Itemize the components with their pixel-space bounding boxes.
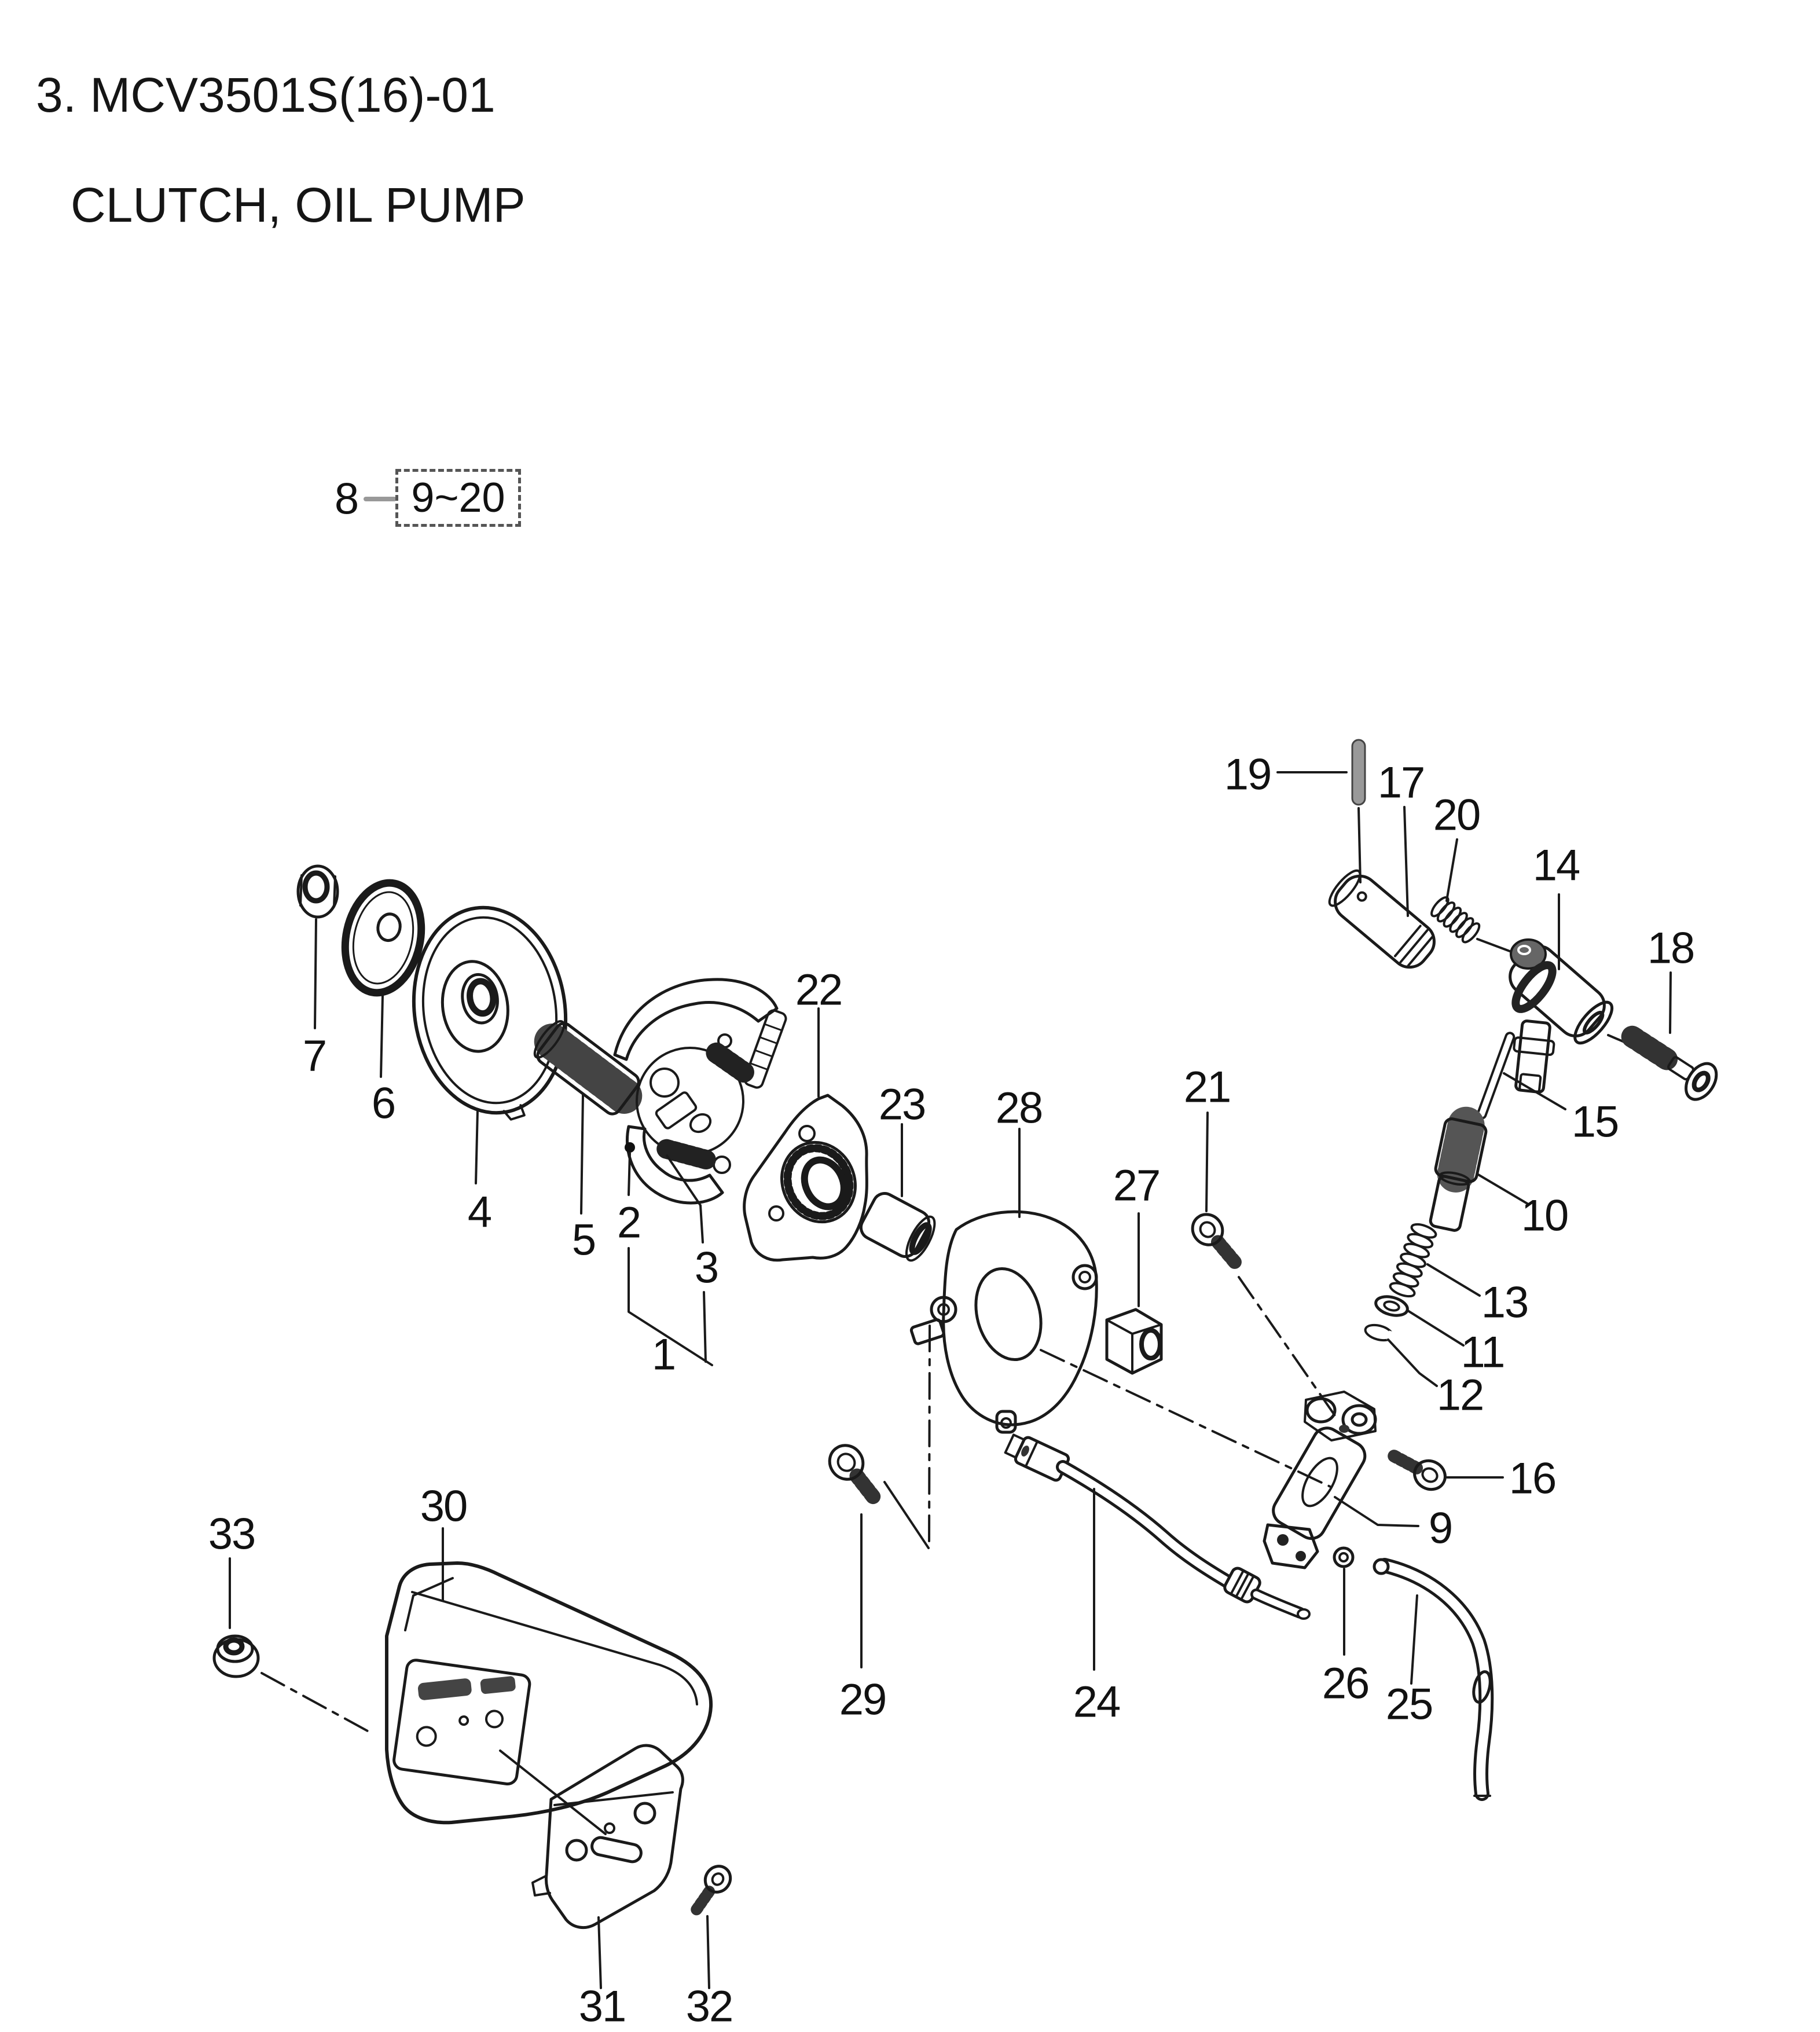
part-label-5: 5 bbox=[571, 1215, 596, 1265]
subassembly-range-label: 9~20 bbox=[411, 475, 505, 521]
page-title-model: 3. MCV3501S(16)-01 bbox=[36, 68, 496, 122]
part-23-bushing-drawing bbox=[859, 1192, 936, 1262]
part-6-washer-drawing bbox=[341, 879, 425, 997]
part-24-hose-drawing bbox=[1004, 1433, 1311, 1620]
page-title-section: CLUTCH, OIL PUMP bbox=[71, 178, 526, 232]
part-33-nut-drawing bbox=[212, 1634, 260, 1678]
part-label-26: 26 bbox=[1322, 1659, 1370, 1708]
part-16-screw-drawing bbox=[1388, 1450, 1447, 1491]
part-label-11: 11 bbox=[1461, 1327, 1506, 1377]
part-27-block-drawing bbox=[1105, 1308, 1163, 1375]
subassembly-range-box: 9~20 bbox=[395, 469, 521, 527]
part-1-2-3-clutch-assembly-drawing bbox=[613, 978, 787, 1205]
part-label-10: 10 bbox=[1521, 1191, 1569, 1241]
part-5-needle-bearing-drawing bbox=[533, 1020, 643, 1116]
part-4-clutch-drum-drawing bbox=[412, 905, 568, 1121]
part-21-screw-drawing bbox=[1191, 1213, 1243, 1271]
part-9-pump-holder-drawing bbox=[1263, 1391, 1377, 1569]
part-22-plate-drawing bbox=[743, 1094, 868, 1262]
part-label-18: 18 bbox=[1647, 923, 1696, 973]
part-label-20: 20 bbox=[1433, 790, 1481, 840]
part-label-29: 29 bbox=[839, 1675, 887, 1725]
part-label-13: 13 bbox=[1481, 1278, 1529, 1327]
part-label-27: 27 bbox=[1113, 1161, 1161, 1211]
part-11-washer-drawing bbox=[1374, 1295, 1409, 1317]
part-20-spring-drawing bbox=[1430, 896, 1481, 944]
part-17-cylinder-drawing bbox=[1328, 869, 1436, 969]
part-label-16: 16 bbox=[1509, 1454, 1557, 1503]
part-12-ring-drawing bbox=[1364, 1323, 1397, 1342]
part-label-31: 31 bbox=[578, 1982, 627, 2031]
part-label-24: 24 bbox=[1073, 1677, 1121, 1727]
part-label-19: 19 bbox=[1224, 750, 1272, 799]
part-label-14: 14 bbox=[1532, 841, 1581, 890]
part-label-30: 30 bbox=[420, 1481, 468, 1531]
part-32-screw-drawing bbox=[691, 1865, 732, 1916]
part-label-15: 15 bbox=[1571, 1097, 1620, 1147]
part-label-1: 1 bbox=[651, 1330, 676, 1380]
part-31-plate-drawing bbox=[531, 1744, 684, 1930]
part-label-7: 7 bbox=[302, 1031, 327, 1081]
part-label-17: 17 bbox=[1377, 758, 1426, 808]
part-label-3: 3 bbox=[694, 1243, 719, 1293]
part-14-pump-body-drawing bbox=[1509, 938, 1614, 1094]
part-7-nut-drawing bbox=[296, 864, 339, 919]
part-label-12: 12 bbox=[1436, 1370, 1485, 1420]
part-label-22: 22 bbox=[795, 965, 843, 1015]
part-label-28: 28 bbox=[995, 1083, 1044, 1133]
part-label-21: 21 bbox=[1183, 1062, 1232, 1112]
part-label-25: 25 bbox=[1385, 1679, 1434, 1729]
part-label-23: 23 bbox=[878, 1080, 927, 1129]
part-19-pin-drawing bbox=[1351, 739, 1366, 806]
part-29-screw-drawing bbox=[828, 1444, 883, 1507]
part-18-bolt-drawing bbox=[1621, 1025, 1718, 1101]
part-28-cover-drawing bbox=[909, 1210, 1098, 1434]
part-10-worm-drawing bbox=[1429, 1106, 1488, 1232]
part-25-tube-drawing bbox=[1373, 1558, 1494, 1801]
part-label-2: 2 bbox=[617, 1198, 641, 1248]
part-label-6: 6 bbox=[371, 1079, 396, 1128]
part-label-8: 8 bbox=[334, 474, 359, 524]
part-label-4: 4 bbox=[467, 1187, 492, 1237]
part-30-cover-drawing bbox=[385, 1561, 713, 1825]
part-label-33: 33 bbox=[208, 1509, 256, 1559]
part-label-32: 32 bbox=[685, 1982, 734, 2031]
part-26-oring-drawing bbox=[1333, 1546, 1355, 1568]
part-13-spring-drawing bbox=[1389, 1223, 1437, 1298]
part-label-9: 9 bbox=[1428, 1503, 1453, 1553]
